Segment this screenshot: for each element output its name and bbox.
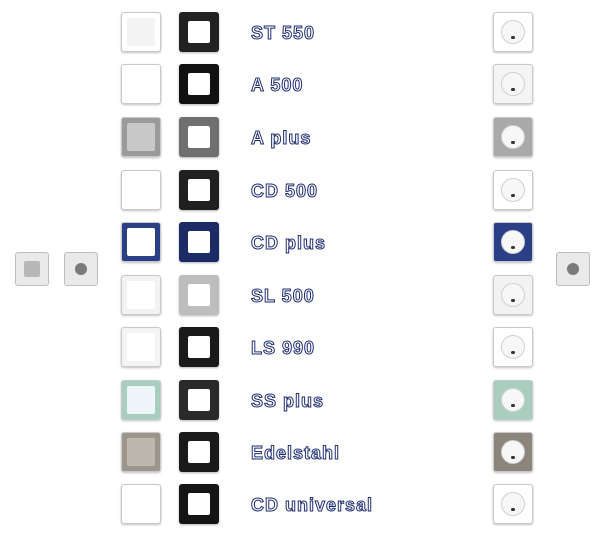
frame-tile[interactable] [179,222,219,262]
switch-rocker [127,228,155,256]
socket-tile[interactable] [493,327,533,367]
socket-pin-right [511,404,514,407]
switch-rocker [127,18,155,46]
socket-insert-knob [567,263,579,275]
switch-tile[interactable] [121,327,161,367]
frame-tile[interactable] [179,12,219,52]
product-row[interactable]: CD plus [0,219,610,267]
frame-tile[interactable] [179,327,219,367]
socket-pin-right [511,141,514,144]
frame-opening [188,389,210,411]
product-line-label[interactable]: ST 550 [250,23,316,44]
switch-insert-knob [75,263,87,275]
socket-tile[interactable] [493,12,533,52]
frame-tile[interactable] [179,484,219,524]
socket-face [501,335,525,359]
switch-tile[interactable] [121,12,161,52]
socket-tile[interactable] [493,117,533,157]
socket-pin-right [511,36,514,39]
socket-face [501,388,525,412]
frame-opening [188,126,210,148]
socket-pin-right [511,88,514,91]
socket-face [501,72,525,96]
switch-tile[interactable] [121,380,161,420]
product-row[interactable]: SS plus [0,377,610,425]
frame-opening [188,493,210,515]
product-line-label[interactable]: CD universal [250,495,374,516]
socket-face [501,492,525,516]
socket-pin-right [511,351,514,354]
product-row[interactable]: A 500 [0,61,610,109]
socket-insert [556,252,590,286]
product-row[interactable]: CD universal [0,481,610,529]
switch-rocker [127,176,155,204]
switch-insert-right [64,252,98,286]
switch-rocker [127,333,155,361]
frame-opening [188,21,210,43]
switch-insert-left [15,252,49,286]
socket-tile[interactable] [493,170,533,210]
product-row[interactable]: A plus [0,114,610,162]
frame-tile[interactable] [179,432,219,472]
socket-tile[interactable] [493,484,533,524]
product-row[interactable]: SL 500 [0,272,610,320]
product-line-label[interactable]: CD 500 [250,181,319,202]
switch-tile[interactable] [121,117,161,157]
product-line-label[interactable]: A plus [250,128,312,149]
socket-face [501,125,525,149]
frame-tile[interactable] [179,117,219,157]
socket-tile[interactable] [493,64,533,104]
frame-tile[interactable] [179,170,219,210]
socket-face [501,178,525,202]
switch-tile[interactable] [121,484,161,524]
switch-rocker [127,281,155,309]
socket-tile[interactable] [493,380,533,420]
product-row[interactable]: ST 550 [0,9,610,57]
frame-opening [188,336,210,358]
product-row[interactable]: LS 990 [0,324,610,372]
frame-tile[interactable] [179,380,219,420]
product-row[interactable]: CD 500 [0,167,610,215]
socket-pin-right [511,299,514,302]
switch-tile[interactable] [121,222,161,262]
switch-rocker [127,438,155,466]
frame-opening [188,73,210,95]
switch-rocker [127,123,155,151]
frame-opening [188,231,210,253]
frame-opening [188,284,210,306]
product-line-label[interactable]: SL 500 [251,286,315,307]
frame-tile[interactable] [179,275,219,315]
socket-pin-right [511,246,514,249]
socket-face [501,283,525,307]
switch-tile[interactable] [121,170,161,210]
socket-face [501,230,525,254]
switch-rocker [127,386,155,414]
switch-insert-core [24,261,40,277]
frame-opening [188,179,210,201]
switch-rocker [127,70,155,98]
socket-tile[interactable] [493,275,533,315]
switch-tile[interactable] [121,64,161,104]
frame-opening [188,441,210,463]
switch-tile[interactable] [121,275,161,315]
product-line-label[interactable]: A 500 [250,75,304,96]
switch-rocker [127,490,155,518]
socket-face [501,20,525,44]
socket-pin-right [511,194,514,197]
product-line-label[interactable]: LS 990 [250,338,316,359]
product-line-label[interactable]: CD plus [250,233,327,254]
socket-tile[interactable] [493,222,533,262]
socket-tile[interactable] [493,432,533,472]
product-row[interactable]: Edelstahl [0,429,610,477]
socket-pin-right [511,508,514,511]
frame-tile[interactable] [179,64,219,104]
product-line-label[interactable]: SS plus [250,391,325,412]
switch-tile[interactable] [121,432,161,472]
socket-pin-right [511,456,514,459]
socket-face [501,440,525,464]
product-line-label[interactable]: Edelstahl [250,443,341,464]
